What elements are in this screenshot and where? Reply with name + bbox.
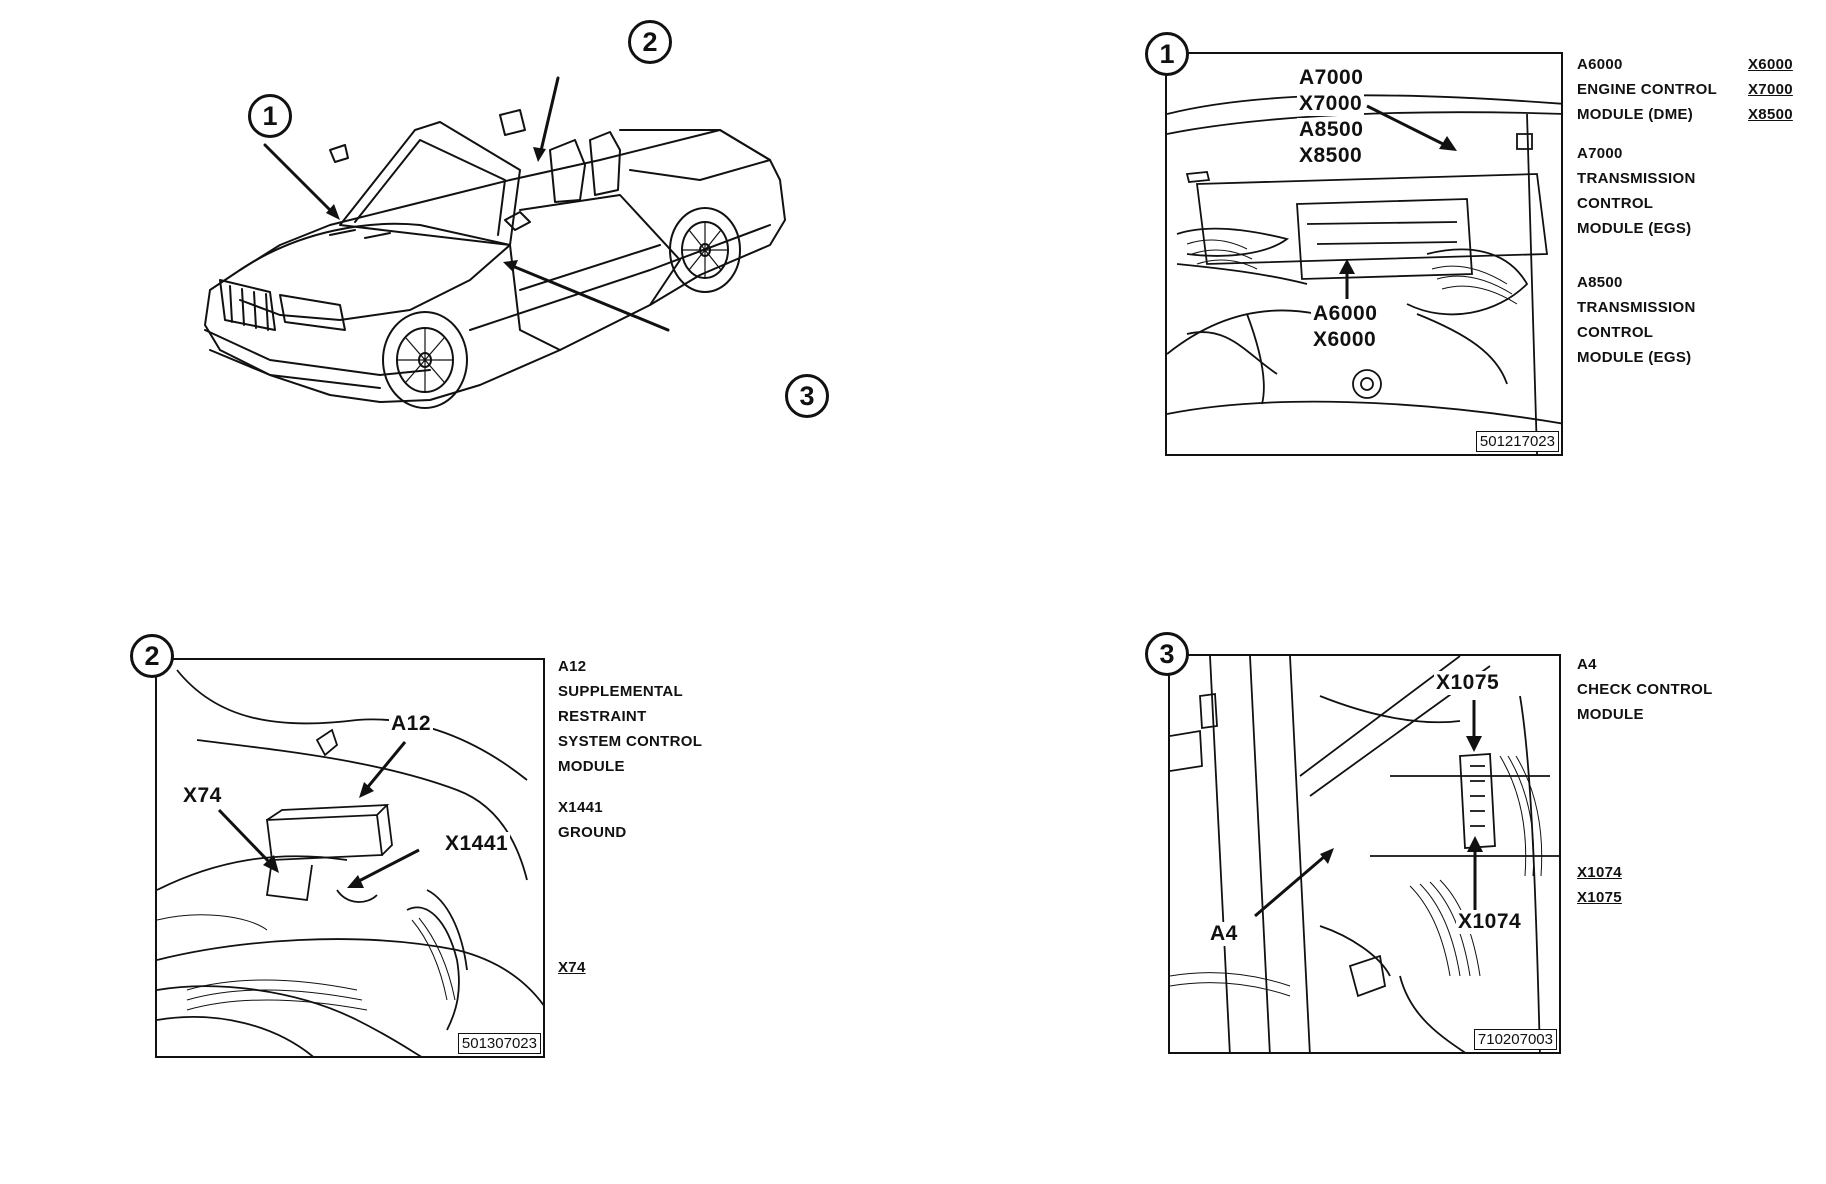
panel-1-legend: A6000 ENGINE CONTROL MODULE (DME) A7000 … [1577,52,1717,370]
legend-system-control: SYSTEM CONTROL [558,733,703,750]
panel-2-srs-module: A12 X74 X1441 501307023 [155,658,545,1058]
label-x1074: X1074 [1456,910,1524,934]
legend-a4: A4 [1577,656,1597,673]
legend-check-control: CHECK CONTROL [1577,681,1713,698]
legend-module: MODULE [1577,706,1644,723]
callout-3: 3 [785,374,829,418]
panel-1-illustration [1167,94,1561,454]
car-overview-illustration [204,76,786,409]
figure-code: 710207003 [1473,1029,1557,1050]
legend-control-2: CONTROL [1577,324,1654,341]
label-x74: X74 [181,784,224,808]
label-x1441: X1441 [443,832,511,856]
legend-module-egs-1: MODULE (EGS) [1577,220,1692,237]
panel-3-callout: 3 [1145,632,1189,676]
legend-module-dme: MODULE (DME) [1577,106,1694,123]
panel-2-legend: A12 SUPPLEMENTAL RESTRAINT SYSTEM CONTRO… [558,654,702,845]
panel-1-engine-bay: A7000 X7000 A8500 X8500 A6000 X6000 5012… [1165,52,1563,456]
panel-1-connectors: X6000 X7000 X8500 [1748,52,1793,127]
connector-x8500: X8500 [1748,106,1793,123]
panel-3-illustration [1170,656,1559,1052]
legend-supplemental: SUPPLEMENTAL [558,683,683,700]
legend-ground: GROUND [558,824,627,841]
panel-3-legend: A4 CHECK CONTROL MODULE [1577,652,1713,727]
legend-x1441: X1441 [558,799,603,816]
legend-control-1: CONTROL [1577,195,1654,212]
legend-a8500: A8500 [1577,274,1623,291]
figure-code: 501307023 [457,1033,541,1054]
legend-a12: A12 [558,658,587,675]
legend-transmission-1: TRANSMISSION [1577,170,1696,187]
connector-x7000: X7000 [1748,81,1793,98]
label-a7000: A7000 [1297,66,1366,90]
connector-x1074: X1074 [1577,864,1622,881]
label-x7000: X7000 [1297,92,1365,116]
label-x6000: X6000 [1311,328,1379,352]
label-a4: A4 [1208,922,1240,946]
panel-2-illustration [157,669,543,1056]
label-a8500: A8500 [1297,118,1366,142]
legend-engine-control: ENGINE CONTROL [1577,81,1718,98]
legend-restraint: RESTRAINT [558,708,647,725]
connector-x74: X74 [558,959,586,976]
legend-a6000: A6000 [1577,56,1623,73]
legend-transmission-2: TRANSMISSION [1577,299,1696,316]
connector-x1075: X1075 [1577,889,1622,906]
label-x1075: X1075 [1434,671,1502,695]
legend-module: MODULE [558,758,625,775]
label-a12: A12 [389,712,434,736]
label-a6000: A6000 [1311,302,1380,326]
legend-module-egs-2: MODULE (EGS) [1577,349,1692,366]
panel-3-check-control: X1075 X1074 A4 710207003 [1168,654,1561,1054]
panel-2-callout: 2 [130,634,174,678]
callout-1: 1 [248,94,292,138]
callout-2: 2 [628,20,672,64]
figure-code: 501217023 [1475,431,1559,452]
panel-3-connectors: X1074 X1075 [1577,860,1622,910]
label-x8500: X8500 [1297,144,1365,168]
panel-2-connectors: X74 [558,955,586,980]
legend-a7000: A7000 [1577,145,1623,162]
connector-x6000: X6000 [1748,56,1793,73]
panel-1-callout: 1 [1145,32,1189,76]
